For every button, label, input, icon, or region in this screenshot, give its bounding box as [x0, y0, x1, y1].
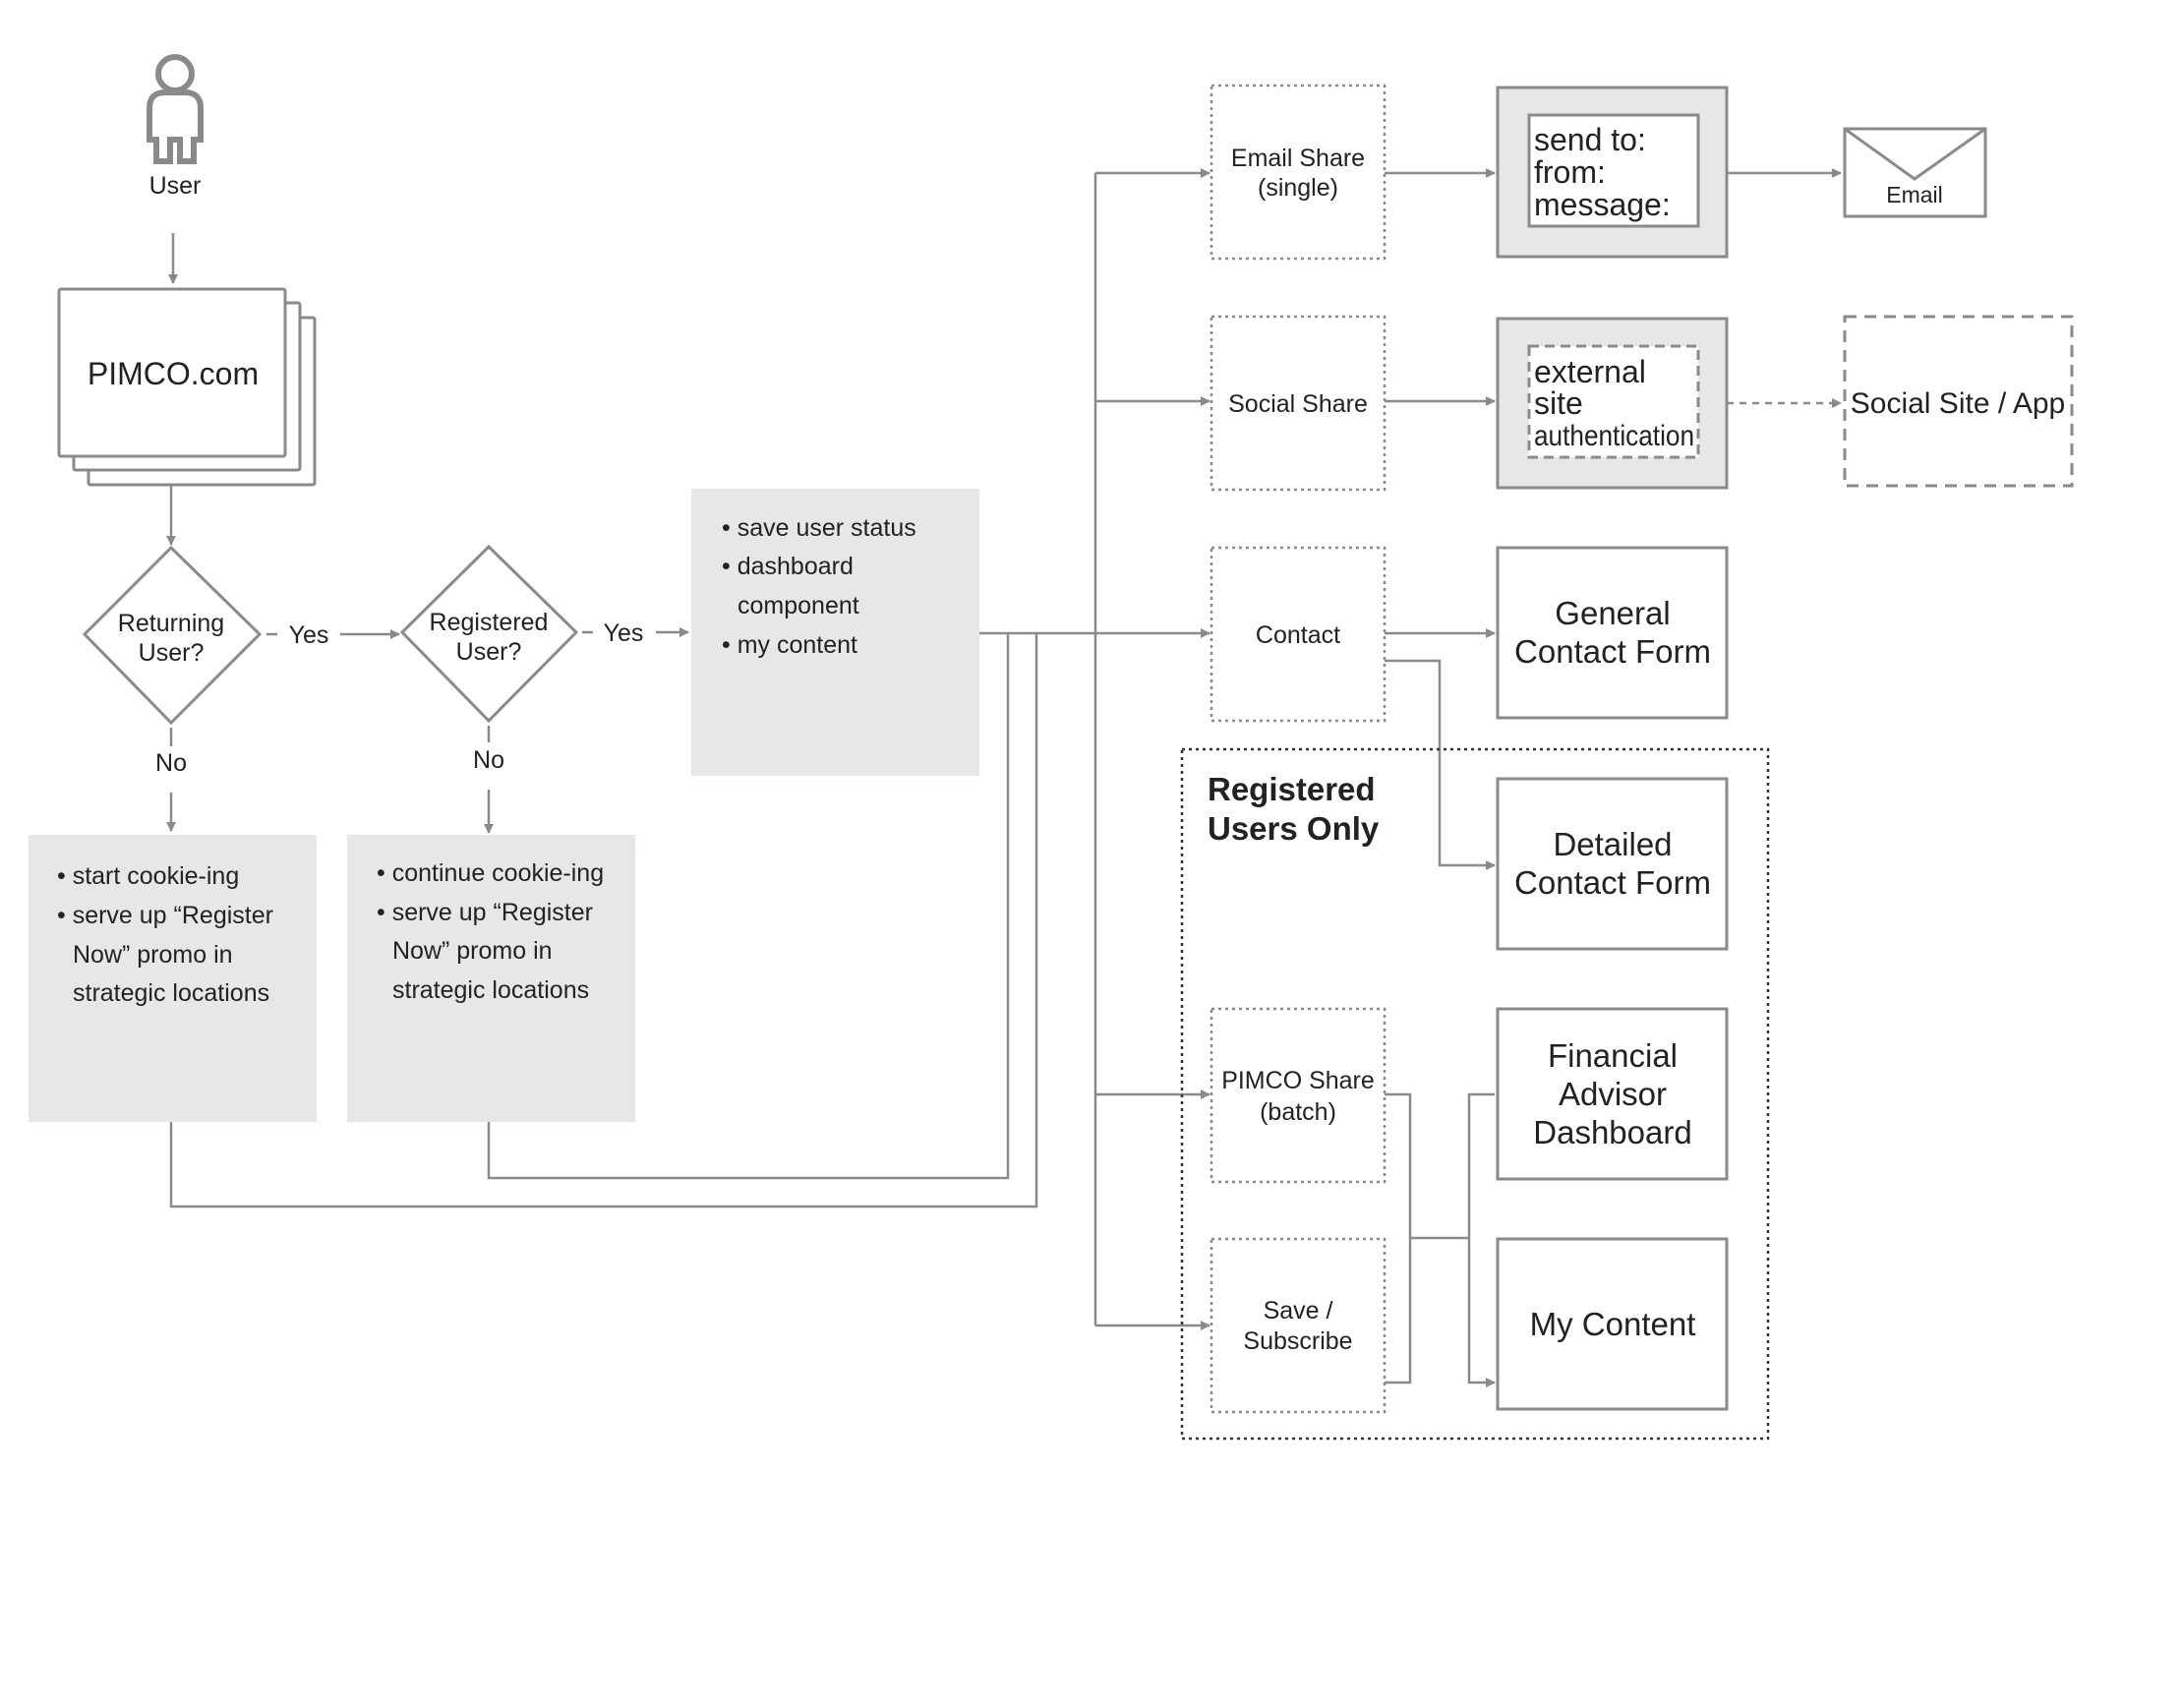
my-content-label: My Content — [1530, 1306, 1696, 1342]
group-title-line1: Registered — [1208, 771, 1376, 807]
group-title-line2: Users Only — [1208, 810, 1380, 847]
connectors — [166, 168, 1842, 1387]
pimco-site-node: PIMCO.com — [57, 287, 317, 487]
pimco-share-line2: (batch) — [1260, 1098, 1336, 1126]
registered-user-note: • save user status • dashboard component… — [691, 489, 979, 776]
registered-note-line: • save user status — [722, 514, 916, 542]
detailed-contact-line: Contact Form — [1514, 864, 1711, 901]
advisor-dashboard-line: Advisor — [1559, 1076, 1667, 1112]
save-subscribe-node: Save / Subscribe — [1210, 1237, 1386, 1414]
decision-returning-line2: User? — [139, 639, 205, 667]
general-contact-line: Contact Form — [1514, 633, 1711, 670]
user-node: User — [147, 54, 204, 200]
new-user-note-line: • serve up “Register — [57, 902, 273, 929]
email-form-node: send to: from: message: — [1496, 86, 1729, 259]
save-subscribe-line2: Subscribe — [1243, 1327, 1352, 1355]
email-share-node: Email Share (single) — [1210, 84, 1386, 261]
auth-line: authentication — [1534, 420, 1694, 452]
general-contact-line: General — [1555, 595, 1670, 631]
registered-no-label: No — [473, 746, 504, 774]
registered-note-line: • my content — [722, 631, 857, 659]
email-share-line2: (single) — [1258, 174, 1338, 202]
person-icon — [147, 54, 204, 164]
registered-user-decision: Registered User? — [399, 544, 579, 724]
returning-yes-label: Yes — [289, 621, 329, 649]
user-label: User — [149, 172, 202, 200]
registered-yes-label: Yes — [604, 619, 644, 647]
pimco-share-line1: PIMCO Share — [1221, 1067, 1375, 1094]
returning-note-line: • continue cookie-ing — [377, 859, 604, 887]
save-subscribe-line1: Save / — [1264, 1297, 1333, 1325]
email-icon-label: Email — [1886, 182, 1943, 207]
email-form-field: from: — [1534, 154, 1606, 190]
email-form-field: message: — [1534, 187, 1671, 222]
email-form-field: send to: — [1534, 122, 1646, 157]
external-auth-node: external site authentication — [1496, 317, 1729, 490]
returning-note-line: strategic locations — [392, 976, 589, 1004]
detailed-contact-line: Detailed — [1553, 826, 1672, 862]
returning-user-decision: Returning User? — [82, 545, 263, 726]
registered-users-only-group: Registered Users Only — [1180, 747, 1770, 1441]
auth-line: external — [1534, 354, 1646, 389]
envelope-icon — [1843, 127, 1987, 218]
new-user-note: • start cookie-ing • serve up “Register … — [29, 835, 317, 1122]
detailed-contact-form-node: Detailed Contact Form — [1496, 777, 1729, 951]
pimco-share-node: PIMCO Share (batch) — [1210, 1007, 1386, 1184]
email-destination: Email — [1843, 127, 1987, 218]
registered-note-line: component — [738, 592, 859, 619]
decision-registered-line2: User? — [456, 638, 522, 666]
my-content-node: My Content — [1496, 1237, 1729, 1411]
returning-unregistered-note: • continue cookie-ing • serve up “Regist… — [347, 835, 635, 1122]
email-share-line1: Email Share — [1231, 145, 1365, 172]
returning-note-line: Now” promo in — [392, 937, 553, 965]
site-label: PIMCO.com — [88, 356, 259, 391]
contact-node: Contact — [1210, 546, 1386, 723]
social-site-label: Social Site / App — [1851, 387, 2065, 420]
general-contact-form-node: General Contact Form — [1496, 546, 1729, 720]
social-site-node: Social Site / App — [1843, 315, 2074, 488]
social-share-node: Social Share — [1210, 315, 1386, 492]
advisor-dashboard-line: Dashboard — [1533, 1114, 1691, 1150]
returning-note-line: • serve up “Register — [377, 899, 593, 926]
new-user-note-line: strategic locations — [73, 979, 269, 1007]
advisor-dashboard-line: Financial — [1548, 1037, 1678, 1074]
new-user-note-line: • start cookie-ing — [57, 862, 239, 890]
contact-label: Contact — [1256, 621, 1340, 649]
social-share-label: Social Share — [1228, 390, 1368, 418]
new-user-note-line: Now” promo in — [73, 941, 233, 969]
decision-returning-line1: Returning — [118, 610, 224, 637]
auth-line: site — [1534, 385, 1583, 421]
registered-note-line: • dashboard — [722, 553, 854, 580]
financial-advisor-dashboard-node: Financial Advisor Dashboard — [1496, 1007, 1729, 1181]
returning-no-label: No — [155, 749, 187, 777]
decision-registered-line1: Registered — [430, 609, 549, 636]
